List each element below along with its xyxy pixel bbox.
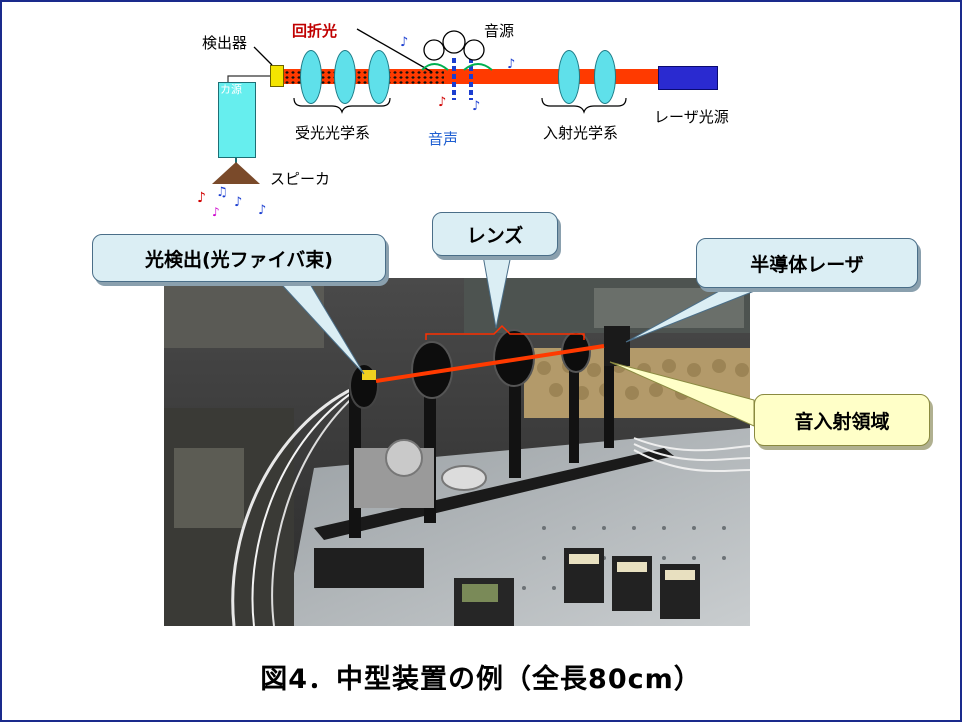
receiving-lens-1 (300, 50, 322, 104)
detector-arrow (253, 46, 273, 66)
cylinder-label: カ源 (220, 83, 242, 96)
incident-lens-1 (558, 50, 580, 104)
semiconductor-laser-callout: 半導体レーザ (696, 238, 918, 288)
sound-cylinder (218, 82, 256, 158)
receiving-lens-3 (368, 50, 390, 104)
receiving-optics-bracket (293, 97, 391, 114)
incident-optics-bracket (541, 97, 627, 114)
receiving-optics-label: 受光光学系 (295, 124, 371, 142)
apparatus-photo-drawing (164, 278, 750, 626)
diffracted-light-dots (284, 70, 444, 84)
receiving-lens-2 (334, 50, 356, 104)
cylinder-stem (235, 158, 237, 164)
sound-source-label: 音源 (484, 22, 515, 40)
speaker-label: スピーカ (270, 170, 331, 188)
sound-source-face-2 (442, 30, 466, 54)
laser-source-box (658, 66, 718, 90)
note-icon: ♪ (212, 205, 220, 219)
laser-source-label: レーザ光源 (654, 108, 729, 126)
detector-wire (227, 75, 270, 82)
apparatus-photo (164, 278, 750, 626)
sound-arc-2 (463, 63, 493, 71)
figure-caption: 図4．中型装置の例（全長80cm） (260, 664, 702, 695)
detector-label: 検出器 (202, 34, 248, 52)
diffracted-light-leader (356, 28, 433, 73)
sound-source-face-1 (423, 39, 445, 61)
note-icon: ♪ (507, 57, 515, 72)
note-icon: ♪ (234, 195, 242, 210)
photodetector-callout: 光検出(光ファイバ束) (92, 234, 386, 282)
note-icon: ♪ (400, 35, 408, 50)
sound-label: 音声 (428, 130, 459, 148)
note-icon: ♪ (438, 95, 446, 110)
photodetector-pointer (270, 273, 365, 375)
sound-wave-dash-2 (469, 58, 473, 100)
sound-wave-dash-1 (452, 58, 456, 100)
note-icon: ♪ (258, 203, 266, 218)
incident-lens-2 (594, 50, 616, 104)
sound-source-face-3 (463, 39, 485, 61)
detector-block (270, 65, 284, 87)
sound-incident-region-callout: 音入射領域 (754, 394, 930, 446)
note-icon: ♪ (197, 190, 206, 206)
lens-pointer (481, 249, 513, 329)
sound-region-pointer (609, 361, 755, 427)
lens-callout: レンズ (432, 212, 558, 256)
incident-optics-label: 入射光学系 (543, 124, 619, 142)
diffracted-light-label: 回折光 (292, 22, 338, 40)
laser-pointer (625, 283, 773, 343)
note-icon: ♪ (472, 99, 480, 114)
speaker-icon (212, 162, 260, 184)
sound-arc-1 (421, 63, 449, 71)
note-icon: ♫ (216, 185, 228, 200)
